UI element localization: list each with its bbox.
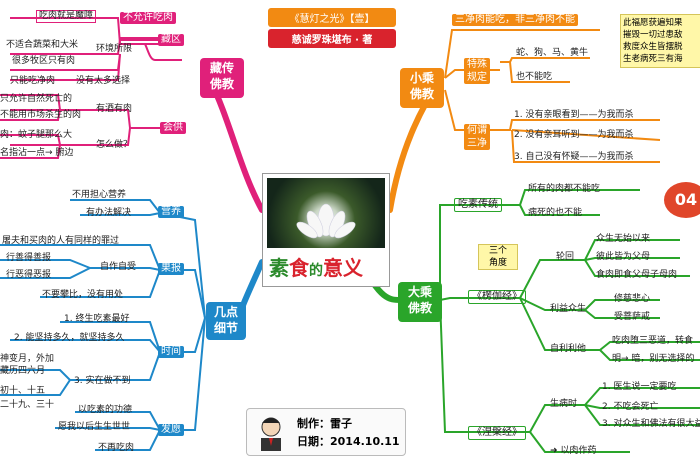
xiao-cannot-eat: 也不能吃: [516, 72, 553, 82]
zang-herders: 很多牧区只有肉: [12, 56, 76, 66]
da-n2: 2. 不吃会死亡: [602, 402, 659, 412]
da-benefit: 利益众生: [550, 304, 587, 314]
title-banner: 《慧灯之光》【壹】 慈诚罗珠堪布 · 著: [268, 8, 396, 48]
xiao-special: 特殊 规定: [464, 58, 490, 84]
da-lh1: 众生无始以来: [596, 234, 651, 244]
ji-f3: 不再吃肉: [98, 443, 135, 453]
da-lenga: 《楞伽经》: [468, 290, 526, 304]
ji-g2: 自作自受: [100, 262, 137, 272]
xiao-j3: 3. 自己没有怀疑——为我而杀: [514, 152, 634, 162]
da-b2: 受菩萨戒: [614, 312, 651, 322]
lotus-icon: [296, 203, 356, 239]
ji-f2: 愿我以后生生世世: [58, 422, 131, 432]
da-lunhui: 轮回: [556, 252, 575, 262]
avatar: [253, 413, 289, 451]
node-xiaocheng: 小乘 佛教: [400, 68, 444, 108]
ji-t3c: 3. 实在做不到: [74, 376, 131, 386]
lotus-photo: [267, 178, 385, 248]
da-tradition: 吃素传统: [454, 198, 502, 212]
da-lh3: 食肉即食父母子母肉: [596, 270, 678, 280]
zang-not-allowed: 不允许吃肉: [120, 12, 176, 24]
node-zang: 藏传 佛教: [200, 58, 244, 98]
da-self: 自利利他: [550, 344, 587, 354]
zang-how: 怎么做？: [96, 140, 133, 150]
da-lh2: 彼此皆为父母: [596, 252, 651, 262]
zang-dip: 名指沾一点→ 腑边: [0, 148, 74, 158]
zang-only-meat: 只能吃净肉: [10, 76, 56, 86]
ji-g1: 屠夫和买肉的人有同样的罪过: [2, 236, 120, 246]
center-title-de: 的: [309, 263, 323, 279]
xiao-snake-dog: 蛇、狗、马、黄牛: [516, 48, 589, 58]
ji-yingyang: 营养: [158, 206, 184, 218]
zang-allow-natural: 只允许自然死亡的: [0, 94, 73, 104]
center-image: 素食的意义: [262, 173, 390, 287]
da-s2: 明→ 暗，别无选择的: [612, 354, 695, 364]
zang-zangqu: 藏区: [158, 34, 184, 46]
ji-t3a: 神变月，外加: [0, 354, 55, 364]
center-title-yi2: 义: [343, 256, 363, 280]
zang-not-suit: 不适合蔬菜和大米: [6, 40, 79, 50]
author-card: 制作：雷子 日期：2014.10.11: [246, 408, 406, 456]
title-line2: 慈诚罗珠堪布 · 著: [268, 29, 396, 48]
zang-no-choice: 没有太多选择: [76, 76, 131, 86]
da-sick-too: 病死的也不能: [528, 208, 583, 218]
title-line1: 《慧灯之光》【壹】: [268, 8, 396, 27]
da-three-angles: 三个 角度: [478, 244, 518, 270]
da-n1: 1. 医生说一定要吃: [602, 382, 677, 392]
center-title-shi: 食: [289, 256, 309, 280]
da-when-sick: 生病时: [550, 399, 578, 409]
page-badge: 04: [664, 182, 700, 218]
ji-t3d: 初十、十五: [0, 386, 46, 396]
zang-huishe: 会供: [160, 122, 186, 134]
da-s1: 吃肉堕三恶道，转食: [612, 336, 694, 346]
ji-guobao: 果报: [158, 263, 184, 275]
ji-g5: 不要攀比，没有用处: [42, 290, 124, 300]
xiao-j1: 1. 没有亲眼看到——为我而杀: [514, 110, 634, 120]
ji-y2: 有办法解决: [86, 208, 132, 218]
da-meat-medicine: ➜ 以肉作药: [550, 446, 597, 456]
node-dacheng: 大乘 佛教: [398, 282, 442, 322]
ji-t2: 2. 能坚持多久，就坚持多久: [14, 333, 125, 343]
xiao-note: 此福愿获遍知果 摧毁一切过患敌 救度众生皆摆脱 生老病死三有海: [620, 14, 700, 68]
ji-fayuan: 发愿: [158, 424, 184, 436]
da-n3: 3. 对众生和佛法有很大益: [602, 419, 700, 429]
ji-t3e: 二十九、三十: [0, 400, 55, 410]
ji-shijian: 时间: [158, 346, 184, 358]
center-title-su: 素: [269, 256, 289, 280]
ji-t1: 1. 终生吃素最好: [64, 314, 130, 324]
ji-g3: 行善得善报: [6, 253, 52, 263]
zang-env: 环境所限: [96, 44, 133, 54]
da-all-meat: 所有的肉都不能吃: [528, 184, 601, 194]
ji-y1: 不用担心营养: [72, 190, 127, 200]
xiao-sanjing: 三净肉能吃，非三净肉不能: [452, 14, 578, 26]
ji-t3b: 藏历四六月: [0, 366, 46, 376]
ji-g4: 行恶得恶报: [6, 270, 52, 280]
zang-wine-meat: 有酒有肉: [96, 104, 133, 114]
xiao-what-is: 何谓 三净: [464, 124, 490, 150]
zang-mosquito: 肉：蚊子腿那么大: [0, 130, 73, 140]
zang-no-market: 不能用市场杀生的肉: [0, 110, 82, 120]
center-title: 素食的意义: [269, 252, 363, 281]
node-jidian: 几点 细节: [206, 302, 246, 340]
ji-f1: 以吃素的功德: [78, 405, 133, 415]
da-b1: 修慈悲心: [614, 294, 651, 304]
zang-demon: 吃肉就是魔障: [36, 10, 97, 23]
maker-text: 制作：雷子: [297, 417, 352, 430]
center-title-yi: 意: [323, 256, 343, 280]
da-niepan: 《涅槃经》: [468, 426, 526, 440]
date-text: 日期：2014.10.11: [297, 435, 400, 448]
xiao-j2: 2. 没有亲耳听到——为我而杀: [514, 130, 634, 140]
